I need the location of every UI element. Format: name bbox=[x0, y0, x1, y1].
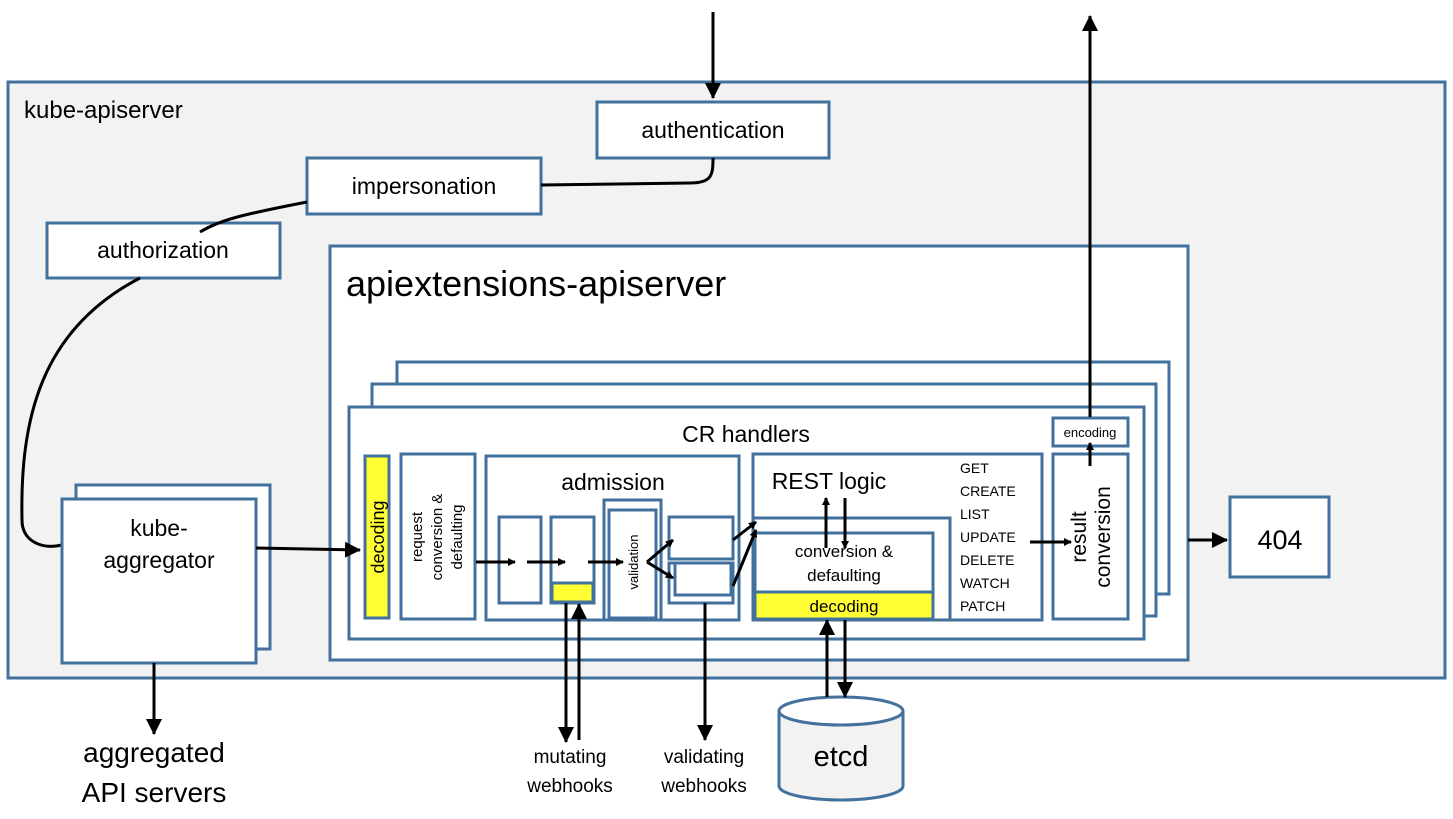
conversion-defaulting-label-2: defaulting bbox=[807, 566, 881, 585]
aggregated-api-servers-label-2: API servers bbox=[82, 777, 227, 808]
mutating-webhooks-label-1: mutating bbox=[534, 747, 607, 768]
admission-label: admission bbox=[561, 469, 665, 495]
result-conversion-label-2: conversion bbox=[1092, 486, 1115, 588]
etcd-cylinder bbox=[777, 695, 905, 802]
impersonation-box bbox=[305, 156, 543, 216]
verb-update: UPDATE bbox=[960, 529, 1016, 545]
verb-patch: PATCH bbox=[960, 598, 1005, 614]
authentication-label: authentication bbox=[641, 117, 784, 143]
validating-step-2-inner bbox=[673, 561, 733, 597]
storage-decoding-box bbox=[753, 590, 935, 621]
request-conversion-box bbox=[399, 452, 477, 621]
not-found-box bbox=[1228, 495, 1331, 579]
impersonation-label: impersonation bbox=[352, 173, 496, 199]
auth-to-impersonation-connector bbox=[540, 157, 715, 187]
not-found-label: 404 bbox=[1257, 525, 1302, 555]
verb-list: LIST bbox=[960, 506, 990, 522]
storage-decoding-label: decoding bbox=[809, 597, 878, 616]
authorization-label: authorization bbox=[97, 237, 229, 263]
authentication-box bbox=[595, 100, 831, 160]
verb-list: GET CREATE LIST UPDATE DELETE WATCH PATC… bbox=[960, 460, 1016, 614]
flow-arrows bbox=[146, 15, 1228, 743]
kube-aggregator-label-2: aggregator bbox=[103, 547, 215, 573]
validating-step-1 bbox=[667, 515, 735, 561]
request-conversion-label-3: defaulting bbox=[449, 504, 466, 569]
kube-apiserver-label: kube-apiserver bbox=[24, 97, 183, 124]
verb-create: CREATE bbox=[960, 483, 1016, 499]
verb-delete: DELETE bbox=[960, 552, 1014, 568]
aggregated-api-servers-label-1: aggregated bbox=[83, 737, 225, 768]
validation-label: validation bbox=[626, 535, 641, 590]
result-conversion-label-1: result bbox=[1068, 511, 1091, 563]
conversion-defaulting-label-1: conversion & bbox=[795, 542, 894, 561]
cr-handlers-label: CR handlers bbox=[682, 421, 810, 447]
validating-webhooks-label-1: validating bbox=[664, 747, 744, 768]
validating-webhooks-label-2: webhooks bbox=[660, 776, 747, 797]
authorization-box bbox=[45, 221, 282, 280]
verb-get: GET bbox=[960, 460, 989, 476]
apiextensions-apiserver-label: apiextensions-apiserver bbox=[346, 263, 726, 304]
request-conversion-label-1: request bbox=[409, 511, 426, 562]
decoding-label: decoding bbox=[368, 500, 388, 573]
rest-logic-label: REST logic bbox=[772, 468, 887, 494]
request-conversion-label-2: conversion & bbox=[429, 494, 446, 581]
encoding-label: encoding bbox=[1064, 425, 1117, 440]
verb-watch: WATCH bbox=[960, 575, 1010, 591]
kube-aggregator-label-1: kube- bbox=[130, 515, 188, 541]
kube-aggregator-box bbox=[60, 497, 258, 665]
mutating-decoding-marker bbox=[550, 581, 595, 604]
etcd-label: etcd bbox=[814, 741, 869, 773]
admission-step-1 bbox=[497, 515, 543, 605]
decoding-box bbox=[363, 454, 391, 620]
impersonation-to-aggregator-connector bbox=[20, 200, 308, 548]
mutating-webhooks-label-2: webhooks bbox=[526, 776, 613, 797]
